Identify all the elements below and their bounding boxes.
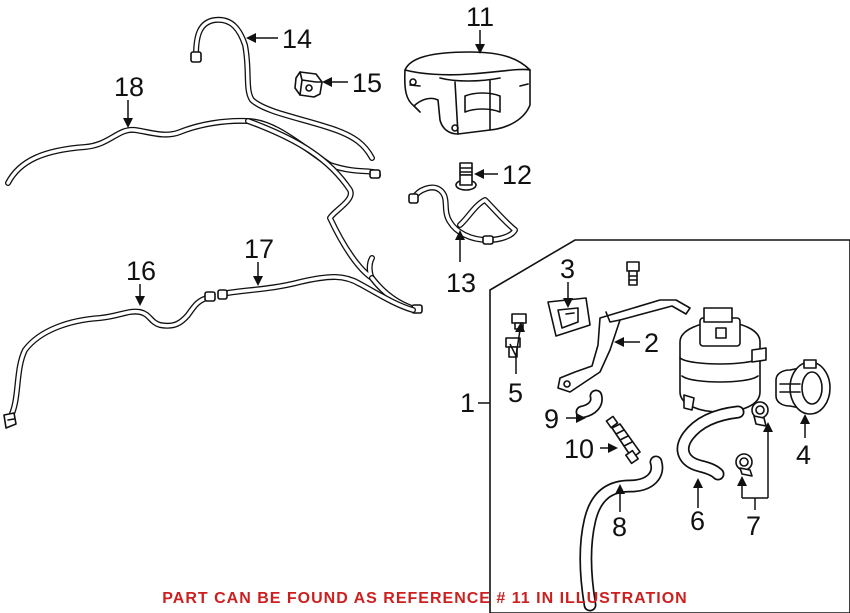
line-end-fitting-icon <box>408 193 419 204</box>
callout-18: 18 <box>114 72 144 102</box>
callout-8: 8 <box>612 512 627 542</box>
callout-11: 11 <box>466 2 494 32</box>
part-10-valve <box>605 415 641 465</box>
callout-9: 9 <box>544 404 559 434</box>
callout-5: 5 <box>508 378 523 408</box>
reference-note: PART CAN BE FOUND AS REFERENCE # 11 IN I… <box>162 590 687 607</box>
callout-14: 14 <box>282 24 312 54</box>
callout-4: 4 <box>796 440 811 470</box>
part-14-fuel-line <box>190 16 375 161</box>
part-11-heat-shield <box>403 51 531 135</box>
callout-7: 7 <box>746 511 761 541</box>
callout-1: 1 <box>460 388 475 418</box>
line-end-fitting-icon <box>204 291 216 302</box>
line-end-fitting-icon <box>217 289 228 300</box>
leader-lines <box>123 30 810 512</box>
bolt-icon <box>626 261 640 286</box>
part-8-hose <box>579 455 664 612</box>
part-6-hose <box>676 405 745 481</box>
part-16-fuel-line <box>3 291 216 429</box>
part-7-clamp <box>735 401 769 477</box>
part-4-filter <box>775 359 831 415</box>
callout-6: 6 <box>690 506 705 536</box>
assembly-frame <box>489 239 850 613</box>
callout-15: 15 <box>352 68 382 98</box>
callout-labels: 11 14 15 18 12 13 16 17 3 2 5 1 9 10 4 6… <box>114 2 811 542</box>
part-15-clip <box>294 71 323 98</box>
callout-16: 16 <box>126 256 156 286</box>
part-18-fuel-line <box>5 117 423 314</box>
part-17-fuel-line <box>217 274 416 313</box>
charcoal-canister <box>679 307 767 413</box>
part-5-bolt <box>505 313 527 358</box>
callout-13: 13 <box>446 268 476 298</box>
part-9-elbow <box>575 389 603 419</box>
callout-17: 17 <box>244 234 274 264</box>
line-end-fitting-icon <box>369 169 381 179</box>
part-13-fuel-line <box>408 184 518 245</box>
part-3-bracket <box>547 297 591 337</box>
callout-2: 2 <box>644 328 659 358</box>
line-end-fitting-icon <box>482 235 494 245</box>
part-2-bracket <box>557 299 691 393</box>
callout-3: 3 <box>560 254 575 284</box>
callout-10: 10 <box>564 434 594 464</box>
part-12-bolt <box>455 162 477 191</box>
callout-12: 12 <box>502 160 532 190</box>
line-end-fitting-icon <box>190 51 202 63</box>
